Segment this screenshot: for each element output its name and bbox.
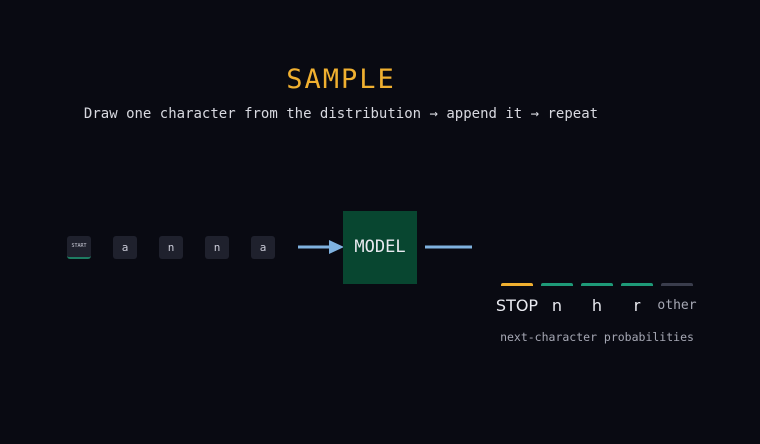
sequence-token-start: START (67, 236, 91, 259)
model-box: MODEL (343, 211, 417, 284)
probability-label-other: other (657, 298, 697, 313)
slide-subtitle: Draw one character from the distribution… (83, 106, 599, 122)
probability-label-r: r (633, 296, 641, 315)
probability-label-stop: STOP (495, 296, 539, 315)
sequence-token: a (251, 236, 275, 259)
arrow-right-icon (425, 245, 472, 249)
probability-label-h: h (591, 296, 603, 315)
sequence-token: a (113, 236, 137, 259)
sequence-token: n (205, 236, 229, 259)
distribution-caption: next-character probabilities (500, 330, 694, 344)
probability-label-n: n (551, 296, 563, 315)
probability-bar-n (541, 283, 573, 286)
probability-bar-r (621, 283, 653, 286)
probability-bar-other (661, 283, 693, 286)
sequence-token: n (159, 236, 183, 259)
arrow-right-icon (298, 240, 344, 254)
probability-bar-h (581, 283, 613, 286)
slide-title: SAMPLE (286, 64, 396, 95)
probability-bar-stop (501, 283, 533, 286)
